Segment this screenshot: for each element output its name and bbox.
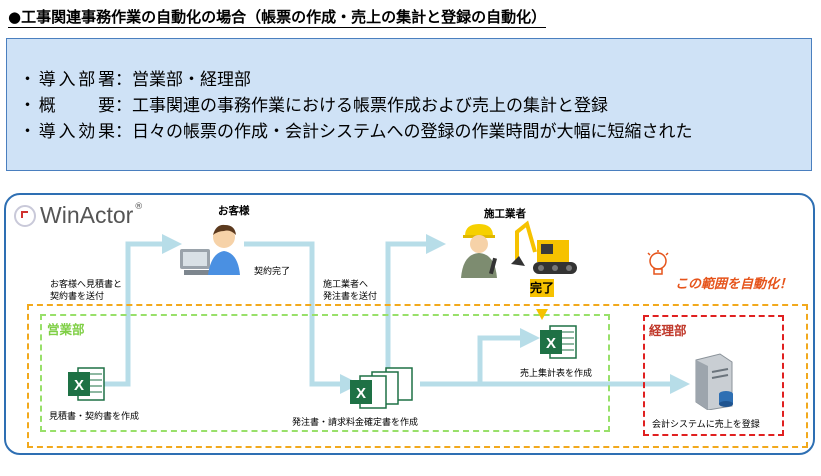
accounting-dept-label: 経理部 — [649, 323, 687, 338]
svg-text:X: X — [546, 335, 556, 352]
send-to-contractor-label-line1: 施工業者へ — [323, 280, 369, 290]
contractor-worker-icon — [461, 224, 498, 278]
completed-badge: 完了 — [530, 279, 555, 297]
info-box: ・導入部署：営業部・経理部 ・概 要：工事関連の事務作業における帳票作成および売… — [6, 38, 812, 171]
info-separator: ： — [115, 96, 132, 116]
lightbulb-icon — [647, 250, 669, 275]
info-row-effect: ・導入効果：日々の帳票の作成・会計システムへの登録の作業時間が大幅に短縮された — [19, 117, 693, 142]
send-to-contractor-label-line2: 発注書を送付 — [323, 292, 378, 302]
info-value: 工事関連の事務作業における帳票作成および売上の集計と登録 — [132, 96, 608, 116]
info-row-department: ・導入部署：営業部・経理部 — [19, 65, 251, 90]
server-database-icon — [695, 353, 733, 410]
completed-arrow-icon — [536, 309, 548, 320]
info-label: ・導入部署 — [19, 70, 115, 90]
contractor-label: 施工業者 — [484, 208, 526, 220]
send-to-customer-label-line1: お客様へ見積書と — [50, 280, 123, 290]
send-to-customer-label-line2: 契約書を送付 — [50, 292, 105, 302]
arrow-to-contractor — [385, 234, 446, 378]
winactor-logo: WinActor ® — [14, 202, 143, 229]
sales-dept-box — [40, 314, 610, 432]
accounting-dept-box — [643, 315, 784, 436]
svg-text:X: X — [74, 377, 84, 394]
automation-callout: この範囲を自動化！ — [675, 277, 793, 292]
info-value: 日々の帳票の作成・会計システムへの登録の作業時間が大幅に短縮された — [132, 122, 693, 142]
info-value: 営業部・経理部 — [132, 70, 251, 90]
excavator-icon — [511, 220, 577, 274]
register-sales-label: 会計システムに売上を登録 — [652, 420, 760, 430]
arrow-to-summary — [420, 328, 540, 387]
info-label: ・導入効果 — [19, 122, 115, 142]
create-sales-summary-label: 売上集計表を作成 — [520, 369, 593, 379]
customer-label: お客様 — [218, 205, 250, 217]
info-row-summary: ・概 要：工事関連の事務作業における帳票作成および売上の集計と登録 — [19, 91, 608, 116]
excel-file-icon: X — [68, 367, 105, 401]
customer-person-icon — [180, 224, 240, 275]
contract-done-label: 契約完了 — [254, 267, 291, 277]
info-label: ・概 要 — [19, 96, 115, 116]
registered-mark: ® — [134, 202, 144, 212]
automation-scope-box — [27, 304, 808, 448]
create-estimate-label: 見積書・契約書を作成 — [49, 412, 140, 422]
svg-text:X: X — [356, 385, 366, 402]
info-separator: ： — [115, 70, 132, 90]
logo-mark-icon — [14, 204, 36, 227]
sales-dept-label: 営業部 — [47, 322, 85, 337]
diagram-frame — [4, 193, 815, 455]
create-order-label: 発注書・請求料金確定書を作成 — [292, 418, 419, 428]
excel-files-stack-icon: X X X — [350, 367, 413, 409]
logo-text: WinActor — [40, 202, 134, 228]
info-separator: ： — [115, 122, 132, 142]
page-title: ●工事関連事務作業の自動化の場合（帳票の作成・売上の集計と登録の自動化） — [8, 8, 547, 28]
excel-file-icon: X — [540, 325, 577, 359]
